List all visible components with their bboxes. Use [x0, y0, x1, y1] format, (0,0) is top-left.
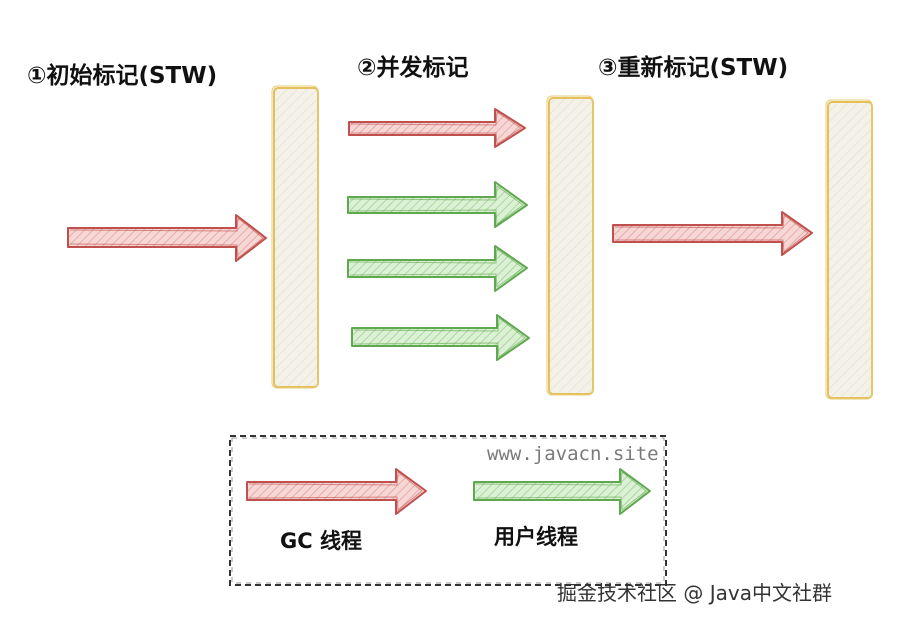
timeline-bar-1 [271, 85, 319, 389]
legend-gc-arrow [246, 468, 427, 515]
user-thread-arrow-1 [347, 181, 528, 228]
user-thread-arrow-2 [347, 245, 528, 292]
phase-title-remark: ③重新标记(STW) [598, 54, 788, 81]
user-thread-arrow-3 [351, 314, 530, 361]
legend-user-arrow [473, 468, 651, 515]
gc-thread-arrow-initial [67, 214, 267, 262]
phase-title-initial-mark: ①初始标记(STW) [27, 62, 217, 89]
site-watermark: www.javacn.site [487, 443, 659, 465]
legend-user-label: 用户线程 [494, 525, 578, 549]
timeline-bar-3 [825, 99, 873, 400]
legend-gc-label: GC 线程 [280, 529, 362, 553]
legend-box [229, 435, 667, 586]
gc-thread-arrow-concurrent [348, 108, 526, 148]
gc-thread-arrow-remark [612, 211, 813, 256]
phase-title-concurrent-mark: ②并发标记 [357, 54, 468, 81]
footer-watermark: 掘金技术社区 @ Java中文社群 [557, 581, 832, 605]
timeline-bar-2 [546, 95, 594, 396]
